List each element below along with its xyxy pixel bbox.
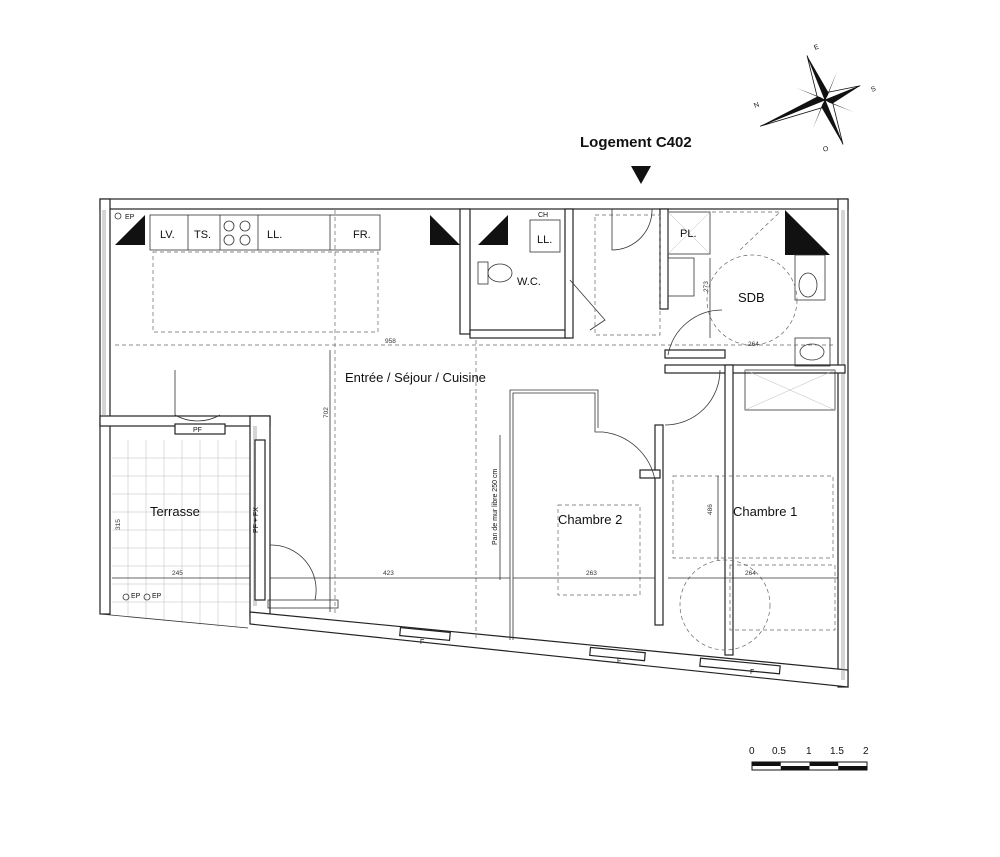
opening-markers bbox=[174, 423, 781, 675]
dim-423: 423 bbox=[383, 570, 394, 577]
chambre2-bed bbox=[557, 504, 641, 596]
room-wc: W.C. bbox=[517, 276, 541, 288]
entry-door bbox=[594, 208, 661, 336]
scale-label-0: 0 bbox=[749, 746, 755, 757]
kitchen-counter bbox=[149, 214, 381, 333]
outer-walls bbox=[99, 198, 849, 688]
fixture-f1: F bbox=[420, 639, 424, 646]
compass-o-label: O bbox=[822, 145, 830, 154]
scale-label-2: 1 bbox=[806, 746, 812, 757]
scale-label-3: 1.5 bbox=[830, 746, 844, 757]
ch2-door-swing bbox=[602, 431, 656, 481]
fixture-ep2: EP bbox=[131, 593, 141, 600]
compass-e-label: E bbox=[813, 43, 820, 51]
dim-486: 486 bbox=[707, 504, 714, 515]
fixture-lv: LV. bbox=[160, 229, 175, 241]
room-sdb: SDB bbox=[738, 290, 765, 305]
scale-label-1: 0.5 bbox=[772, 746, 786, 757]
dim-245: 245 bbox=[172, 570, 183, 577]
fixture-pffx: PF + FX bbox=[253, 507, 260, 533]
fixture-ts: TS. bbox=[194, 229, 211, 241]
entrance-arrow-icon bbox=[631, 166, 651, 184]
dim-702: 702 bbox=[323, 407, 330, 418]
fixture-ep3: EP bbox=[152, 593, 162, 600]
room-sejour: Entrée / Séjour / Cuisine bbox=[345, 370, 486, 385]
fixture-f2: F bbox=[617, 658, 621, 665]
dim-315: 315 bbox=[115, 519, 122, 530]
room-chambre2: Chambre 2 bbox=[558, 512, 622, 527]
fixture-f3: F bbox=[750, 669, 754, 676]
dimension-lines bbox=[112, 258, 838, 612]
plan-title: Logement C402 bbox=[580, 134, 692, 151]
dim-273: 273 bbox=[703, 281, 710, 292]
wc-fixtures bbox=[477, 219, 606, 331]
scale-label-4: 2 bbox=[863, 746, 869, 757]
fixture-ll: LL. bbox=[267, 229, 282, 241]
fixture-pf: PF bbox=[193, 427, 202, 434]
fixture-fr: FR. bbox=[353, 229, 371, 241]
sejour-layout bbox=[115, 210, 835, 640]
fixture-ep1: EP bbox=[125, 214, 135, 221]
room-terrasse: Terrasse bbox=[150, 504, 200, 519]
hall-door-swing bbox=[664, 369, 721, 426]
dim-264b: 264 bbox=[748, 341, 759, 348]
dim-958: 958 bbox=[385, 338, 396, 345]
compass-n-label: N bbox=[753, 101, 760, 109]
interior-walls bbox=[459, 208, 846, 656]
room-chambre1: Chambre 1 bbox=[733, 504, 797, 519]
compass-s-label: S bbox=[870, 85, 877, 93]
chambre1-furniture bbox=[672, 369, 836, 651]
structural-posts bbox=[115, 210, 830, 255]
fixture-ll-wc: LL. bbox=[537, 234, 552, 246]
dim-264a: 264 bbox=[745, 570, 756, 577]
compass-rose bbox=[759, 55, 861, 145]
dim-263: 263 bbox=[586, 570, 597, 577]
fixture-pan: Pan de mur libre 250 cm bbox=[492, 469, 499, 545]
fixture-pl: PL. bbox=[680, 228, 697, 240]
terrace-grid bbox=[112, 440, 250, 628]
fixture-ch: CH bbox=[538, 212, 548, 219]
scale-bar bbox=[751, 761, 868, 771]
